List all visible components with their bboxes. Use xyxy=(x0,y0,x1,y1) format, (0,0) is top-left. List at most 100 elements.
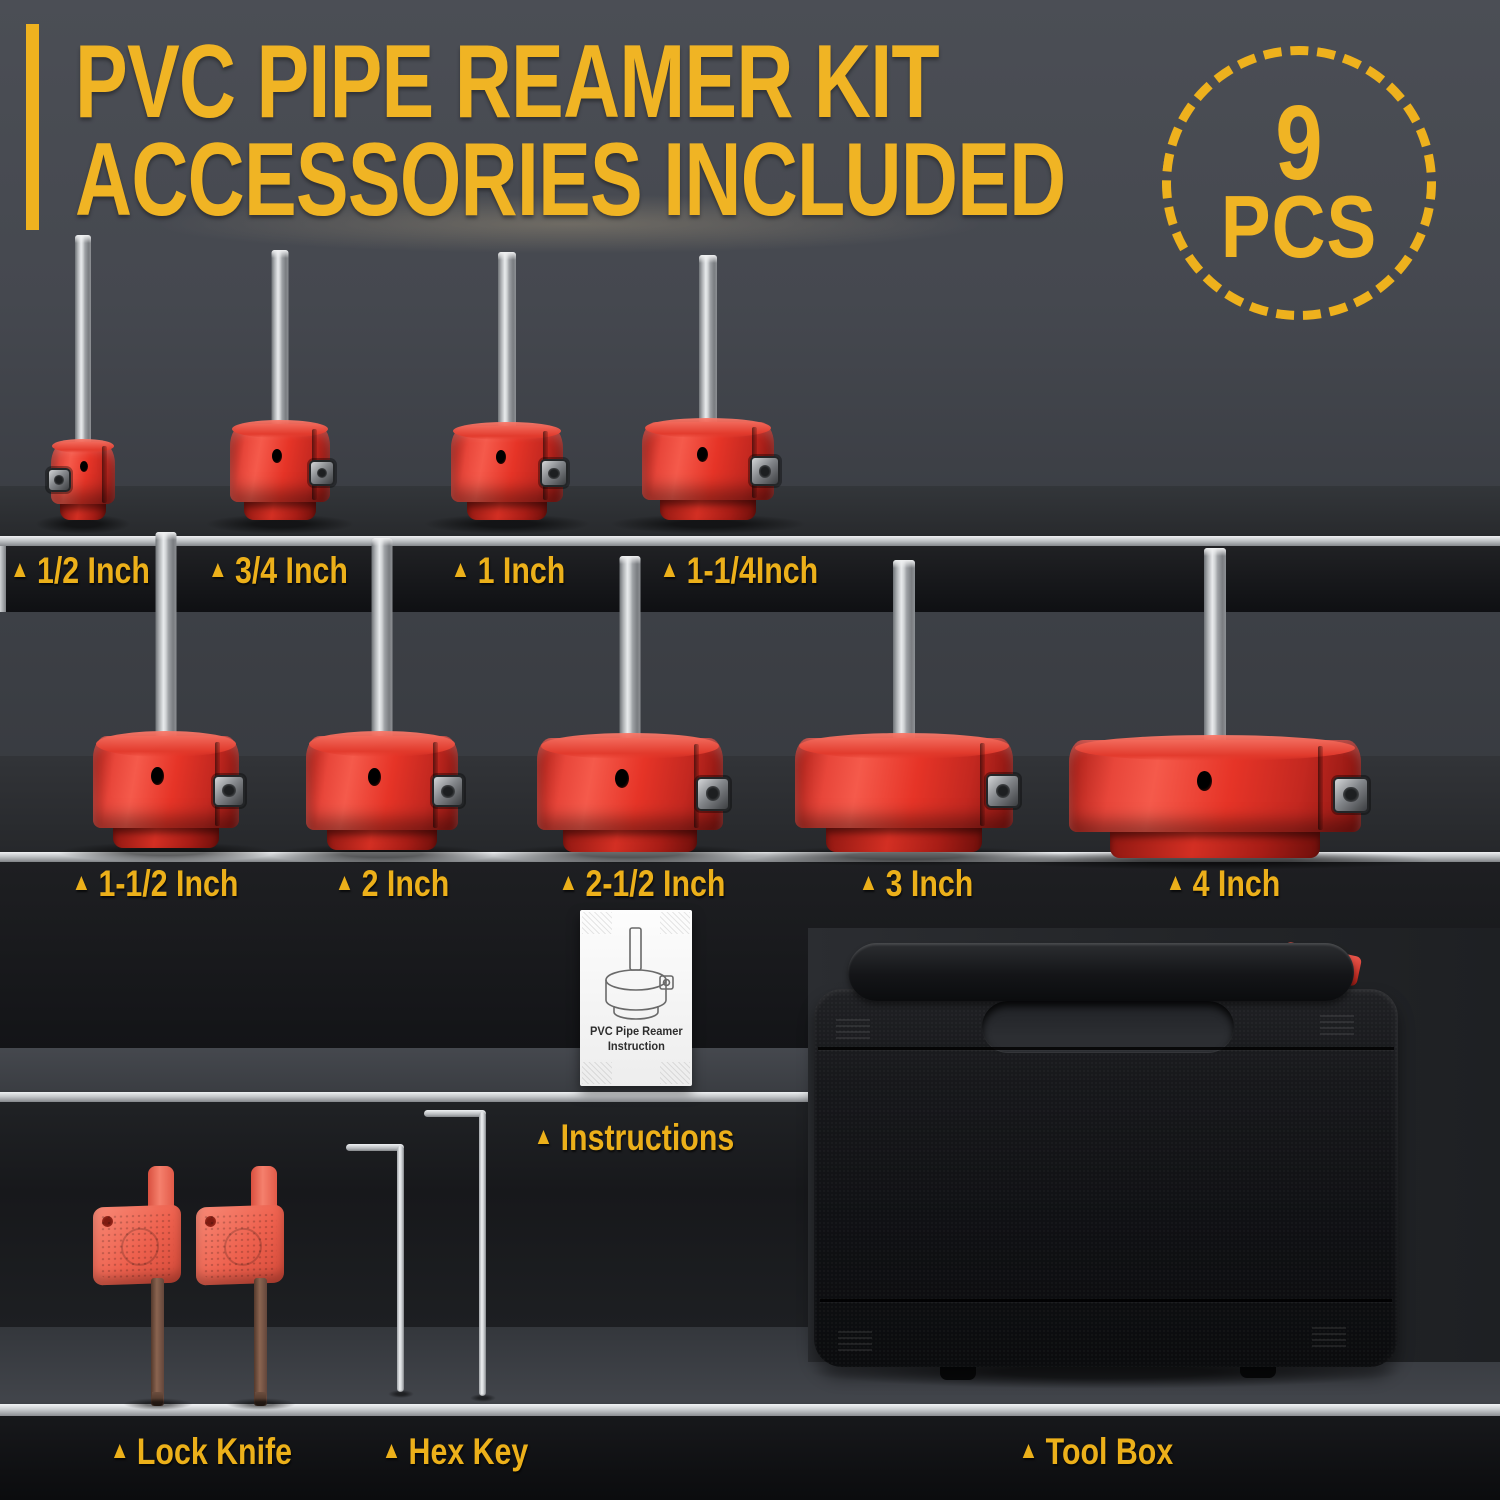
reamer-shadow xyxy=(35,514,131,534)
instruction-card: PVC Pipe Reamer Instruction xyxy=(580,910,692,1086)
reamer-base-step xyxy=(244,502,316,520)
clamp-slot xyxy=(101,445,107,503)
cutter-insert xyxy=(432,775,464,808)
shelf-face-bottom-labels xyxy=(0,1416,1500,1500)
accessory-label-tool-box: ▲ Tool Box xyxy=(1019,1431,1173,1473)
triangle-marker-icon: ▲ xyxy=(110,1437,130,1464)
triangle-marker-icon: ▲ xyxy=(858,869,879,896)
triangle-marker-icon: ▲ xyxy=(558,869,579,896)
page-title: PVC PIPE REAMER KIT ACCESSORIES INCLUDED xyxy=(75,30,1066,238)
toolbox-base-seam xyxy=(820,1299,1392,1302)
reamer-base-step xyxy=(466,502,548,520)
cutter-insert xyxy=(213,774,245,807)
accessory-label-text: Instructions xyxy=(560,1117,735,1158)
size-label-text: 3/4 Inch xyxy=(234,550,348,591)
triangle-marker-icon: ▲ xyxy=(533,1123,554,1150)
reamer-shaft xyxy=(699,255,717,436)
title-line-2: ACCESSORIES INCLUDED xyxy=(75,122,1066,238)
reamer-1-2-inch xyxy=(35,235,131,534)
clamp-slot xyxy=(979,743,985,827)
toolbox-handle xyxy=(848,943,1354,1001)
side-hole xyxy=(368,767,382,786)
knife-shadow xyxy=(226,1398,296,1410)
reamer-shaft xyxy=(371,538,393,750)
cutter-insert xyxy=(986,774,1020,808)
reamer-shadow xyxy=(996,850,1434,870)
reamer-base-step xyxy=(59,504,107,520)
reamer-shadow xyxy=(205,514,355,534)
side-hole xyxy=(697,446,709,462)
tool-box xyxy=(800,935,1412,1395)
size-label-text: 1-1/4Inch xyxy=(686,550,819,591)
knife-torx-shaft xyxy=(254,1278,267,1406)
toolbox-vent xyxy=(836,1019,870,1041)
reamer-shaft xyxy=(1204,548,1226,754)
size-label-1-1-4-inch: ▲ 1-1/4Inch xyxy=(660,550,818,592)
cutter-insert xyxy=(750,456,780,487)
size-label-3-4-inch: ▲ 3/4 Inch xyxy=(208,550,348,592)
toolbox-vent xyxy=(1312,1327,1346,1349)
knife-handle xyxy=(196,1204,284,1286)
knife-handle xyxy=(93,1204,181,1286)
reamer-3-4-inch xyxy=(205,250,355,534)
toolbox-lid-seam xyxy=(818,1047,1394,1050)
side-hole xyxy=(495,450,506,465)
reamer-body xyxy=(230,420,335,502)
size-label-1-inch: ▲ 1 Inch xyxy=(451,550,566,592)
reamer-shaft xyxy=(155,532,177,750)
knife-torx-shaft xyxy=(151,1278,164,1406)
accessory-label-hex-key: ▲ Hex Key xyxy=(382,1431,529,1473)
reamer-shaft xyxy=(271,250,289,438)
side-hole xyxy=(151,767,165,786)
accessory-label-text: Tool Box xyxy=(1045,1431,1174,1472)
title-glow xyxy=(120,192,1020,256)
reamer-1-inch xyxy=(423,252,591,534)
lock-knife-2 xyxy=(196,1166,296,1410)
reamer-base-step xyxy=(113,828,219,848)
size-label-1-2-inch: ▲ 1/2 Inch xyxy=(10,550,150,592)
instruction-card-title: PVC Pipe Reamer Instruction xyxy=(589,1024,683,1053)
triangle-marker-icon: ▲ xyxy=(659,556,680,583)
size-label-text: 1/2 Inch xyxy=(36,550,150,591)
hex-key-2 xyxy=(424,1110,496,1402)
size-label-1-1-2-inch: ▲ 1-1/2 Inch xyxy=(72,863,239,905)
size-label-text: 1-1/2 Inch xyxy=(98,863,239,904)
reamer-shadow xyxy=(268,844,496,864)
shelf-edge-strip-3 xyxy=(0,1092,812,1102)
side-hole xyxy=(1197,771,1213,792)
triangle-marker-icon: ▲ xyxy=(10,556,30,583)
reamer-body xyxy=(1069,735,1369,832)
reamer-body xyxy=(306,731,464,830)
reamer-3-inch xyxy=(740,560,1068,866)
size-label-text: 2 Inch xyxy=(361,863,450,904)
side-hole xyxy=(80,460,89,472)
size-label-3-inch: ▲ 3 Inch xyxy=(859,863,974,905)
accessory-label-text: Lock Knife xyxy=(136,1431,292,1472)
badge-unit: PCS xyxy=(1220,176,1378,276)
reamer-body xyxy=(451,422,568,502)
reamer-body xyxy=(537,733,730,830)
reamer-shaft xyxy=(619,556,641,752)
reamer-line-drawing xyxy=(605,927,674,1020)
size-label-text: 1 Inch xyxy=(477,550,566,591)
reamer-body xyxy=(93,731,245,828)
reamer-base-step xyxy=(563,830,697,852)
reamer-1-1-2-inch xyxy=(56,532,276,862)
reamer-shadow xyxy=(423,514,591,534)
size-label-text: 2-1/2 Inch xyxy=(585,863,726,904)
clamp-slot xyxy=(1318,745,1324,831)
cutter-insert xyxy=(309,459,335,486)
reamer-shaft xyxy=(893,560,915,752)
toolbox-vent xyxy=(1320,1015,1354,1037)
shelf-face-left-trim xyxy=(0,546,6,612)
lock-knife-1 xyxy=(93,1166,193,1410)
reamer-body xyxy=(795,733,1020,828)
triangle-marker-icon: ▲ xyxy=(381,1437,402,1464)
toolbox-foot xyxy=(940,1365,976,1380)
cutter-insert xyxy=(1333,776,1369,813)
size-label-2-inch: ▲ 2 Inch xyxy=(335,863,450,905)
reamer-shaft xyxy=(75,235,91,456)
reamer-base-step xyxy=(825,828,983,852)
triangle-marker-icon: ▲ xyxy=(334,869,355,896)
reamer-base-step xyxy=(660,500,756,520)
